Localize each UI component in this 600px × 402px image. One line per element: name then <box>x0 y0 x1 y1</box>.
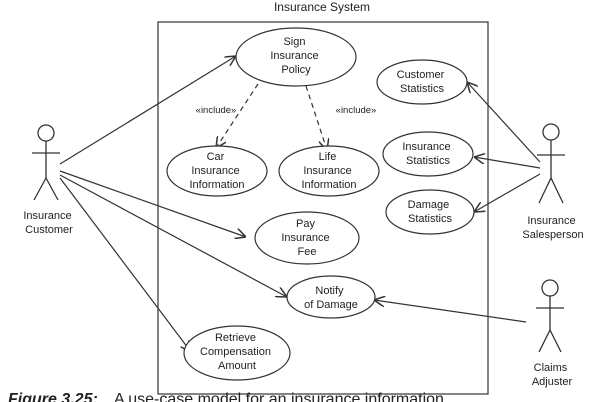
actor-insurance-salesperson: Insurance Salesperson <box>522 123 584 241</box>
uc-label-line: Statistics <box>408 213 453 225</box>
stick-figure-icon <box>32 124 60 201</box>
uc-label-line: Compensation <box>200 346 271 358</box>
svg-text:Insurance Salesperson: Insurance Salesperson <box>522 215 583 241</box>
svg-text:Insurance Statistics: Insurance Statistics <box>402 141 453 167</box>
uc-label-line: Damage <box>408 199 450 211</box>
assoc-salesperson-insurance-stats <box>474 157 541 169</box>
use-case-customer-statistics: Customer Statistics <box>376 59 468 105</box>
uc-label-line: Information <box>189 179 244 191</box>
uc-label-line: Insurance <box>281 232 329 244</box>
svg-text:Sign Insurance Pol: Sign Insurance Policy <box>270 36 321 76</box>
use-case-life-insurance-information: Life Insurance Information <box>278 145 380 197</box>
svg-text:Life Insurance Inf: Life Insurance Information <box>301 151 356 191</box>
use-case-retrieve-compensation-amount: Retrieve Compensation Amount <box>183 325 291 381</box>
assoc-customer-sign-policy <box>59 56 236 165</box>
use-case-pay-insurance-fee: Pay Insurance Fee <box>254 211 360 265</box>
actor-claims-adjuster: Claims Adjuster <box>532 279 573 388</box>
include-label-car: «include» <box>196 105 237 116</box>
include-life-info <box>305 85 327 150</box>
assoc-customer-retrieve-comp <box>59 177 191 352</box>
svg-text:Retrieve Compensation: Retrieve Compensation Amount <box>200 332 274 372</box>
svg-text:Insurance Customer: Insurance Customer <box>23 210 74 236</box>
include-label-life: «include» <box>336 105 377 116</box>
diagram-title: Insurance System <box>274 0 370 14</box>
uc-label-line: Statistics <box>400 83 445 95</box>
actor-label-line: Claims <box>534 362 568 374</box>
uc-label-line: Sign <box>283 36 305 48</box>
caption-text: A use-case model for an insurance inform… <box>114 391 444 402</box>
actor-label-line: Insurance <box>527 215 575 227</box>
use-case-notify-of-damage: Notify of Damage <box>286 275 376 319</box>
assoc-adjuster-notify-damage <box>374 300 527 323</box>
assoc-salesperson-damage-stats <box>474 173 541 212</box>
use-case-damage-statistics: Damage Statistics <box>385 189 475 235</box>
uc-label-line: Retrieve <box>215 332 256 344</box>
svg-text:Car Insurance Info: Car Insurance Information <box>189 151 244 191</box>
assoc-customer-notify-damage <box>59 174 287 297</box>
uc-label-line: Insurance <box>191 165 239 177</box>
stick-figure-icon <box>537 123 565 204</box>
uc-label-line: Statistics <box>406 155 451 167</box>
use-case-sign-insurance-policy: Sign Insurance Policy <box>235 27 357 87</box>
svg-text:Customer Statistics: Customer Statistics <box>397 69 448 95</box>
svg-text:Damage Statistics: Damage Statistics <box>408 199 453 225</box>
actor-insurance-customer: Insurance Customer <box>23 124 74 236</box>
assoc-salesperson-customer-stats <box>467 82 541 163</box>
uc-label-line: Pay <box>296 218 315 230</box>
uc-label-line: Fee <box>298 246 317 258</box>
uc-label-line: Amount <box>218 360 256 372</box>
uc-label-line: Notify <box>315 285 344 297</box>
uc-label-line: of Damage <box>304 299 358 311</box>
include-car-info <box>216 83 259 148</box>
use-case-car-insurance-information: Car Insurance Information <box>166 145 268 197</box>
actor-label-line: Customer <box>25 224 73 236</box>
use-case-insurance-statistics: Insurance Statistics <box>382 131 474 177</box>
uc-label-line: Insurance <box>270 50 318 62</box>
actor-label-line: Salesperson <box>522 229 583 241</box>
actor-label-line: Insurance <box>23 210 71 222</box>
svg-text:Claims Adjuster: Claims Adjuster <box>532 362 573 388</box>
uc-label-line: Policy <box>281 64 311 76</box>
figure-caption: Figure 3.25: A use-case model for an ins… <box>8 391 444 402</box>
uc-label-line: Insurance <box>303 165 351 177</box>
actor-label-line: Adjuster <box>532 376 573 388</box>
uc-label-line: Life <box>319 151 337 163</box>
stick-figure-icon <box>536 279 564 353</box>
uc-label-line: Customer <box>397 69 445 81</box>
svg-text:Notify of Damage: Notify of Damage <box>304 285 358 311</box>
system-boundary <box>157 21 489 395</box>
svg-text:Pay Insurance Fee: Pay Insurance Fee <box>281 218 332 258</box>
assoc-customer-pay-fee <box>59 170 246 237</box>
uc-label-line: Information <box>301 179 356 191</box>
uc-label-line: Car <box>207 151 225 163</box>
uc-label-line: Insurance <box>402 141 450 153</box>
caption-label: Figure 3.25: <box>8 391 98 402</box>
